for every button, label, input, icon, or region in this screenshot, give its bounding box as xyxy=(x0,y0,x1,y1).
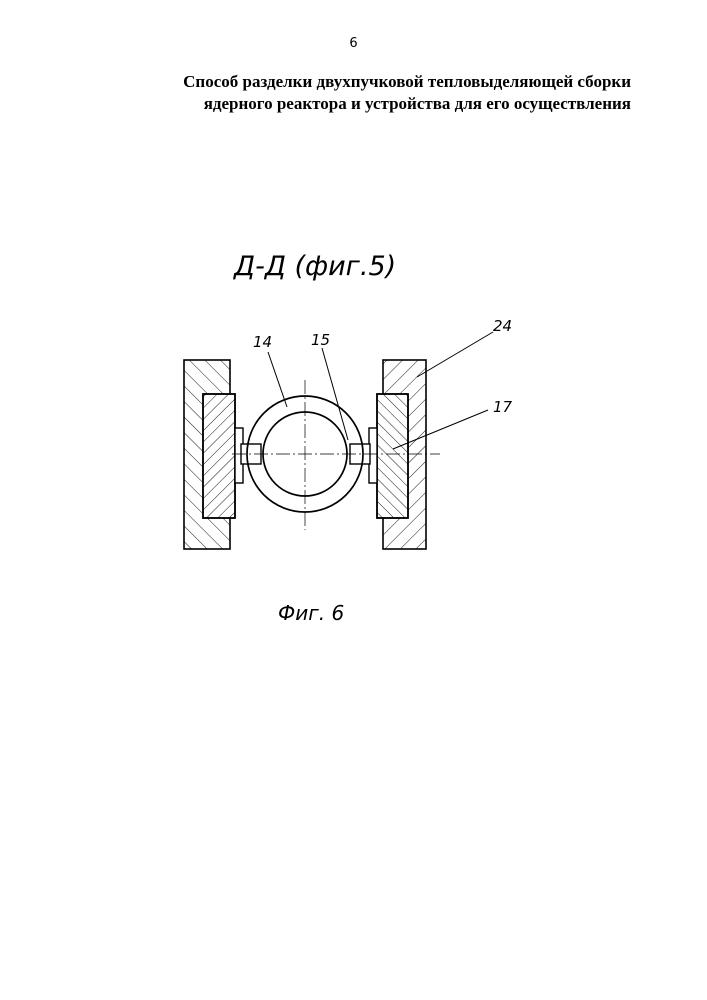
callout-14: 14 xyxy=(253,333,272,351)
left-inner-block xyxy=(203,394,235,518)
left-pin xyxy=(235,428,261,483)
callout-17: 17 xyxy=(493,398,513,416)
callout-15: 15 xyxy=(311,331,330,349)
callout-24: 24 xyxy=(493,317,512,335)
figure-caption: Фиг. 6 xyxy=(278,601,344,625)
section-label: Д-Д (фиг.5) xyxy=(233,251,396,282)
right-inner-block xyxy=(377,394,408,518)
